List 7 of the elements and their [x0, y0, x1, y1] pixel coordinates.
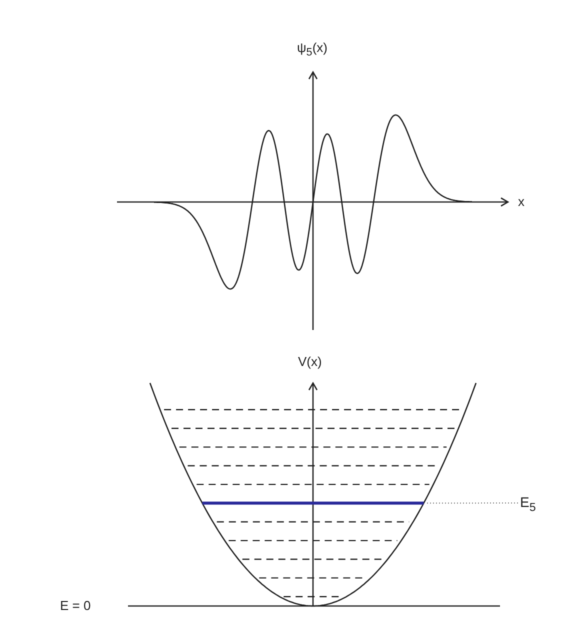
axis-label: ψ$_{5}$(x)	[297, 40, 328, 61]
energy-level-bar	[202, 502, 424, 505]
axis-label: V(x)	[298, 354, 322, 369]
axis-label: x	[518, 194, 524, 209]
level-label: E$_{5}$	[520, 495, 536, 515]
axis-label: E = 0	[60, 598, 91, 613]
leader-line	[425, 502, 518, 504]
